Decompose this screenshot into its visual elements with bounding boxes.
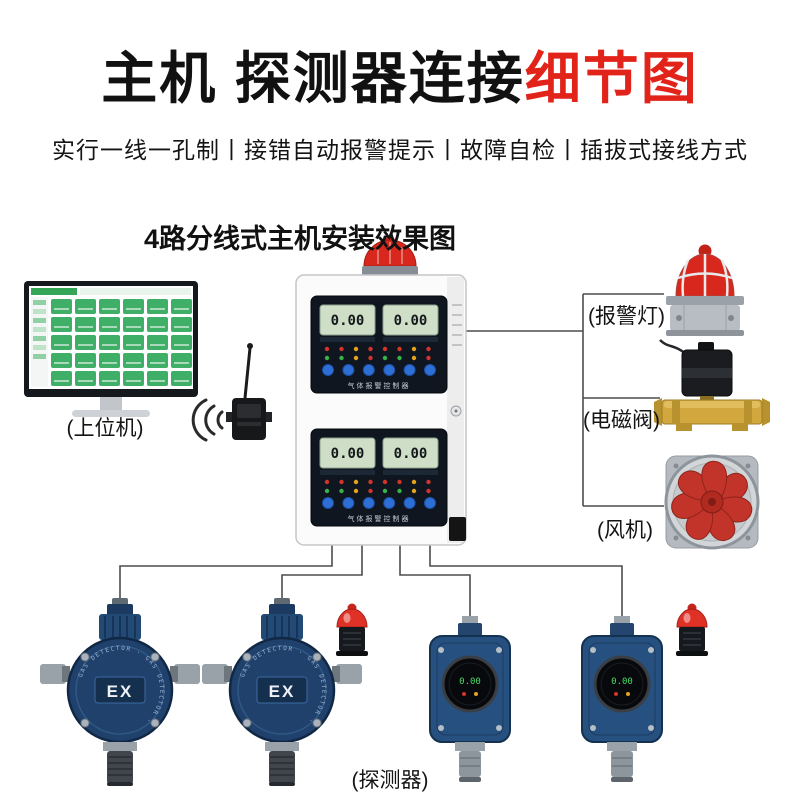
- axial-fan: [664, 454, 760, 550]
- lcd-value: 0.00: [331, 313, 365, 329]
- ex-label: EX: [269, 682, 296, 701]
- power-switch: [449, 517, 466, 541]
- mini-alarm-beacon-2: [676, 603, 708, 656]
- lcd-value: 0.00: [394, 313, 428, 329]
- page-title-main: 主机 探测器连接: [101, 47, 525, 110]
- page-title: 主机 探测器连接细节图: [0, 34, 800, 115]
- label-fan: (风机): [597, 519, 653, 542]
- label-host-computer: (上位机): [66, 417, 144, 440]
- monitor-ui-grid: [51, 299, 192, 386]
- mini-alarm-beacon-1: [336, 603, 368, 656]
- section-title: 4路分线式主机安装效果图: [143, 224, 456, 254]
- panel-buttons: [322, 364, 436, 376]
- controller-module-1: 0.00 0.00 气体报警控制器: [310, 295, 448, 394]
- controller-beacon-icon: [362, 236, 418, 276]
- label-alarm-light: (报警灯): [588, 305, 665, 328]
- wireless-signal-icon: [191, 398, 224, 442]
- controller-module-2: 0.00 0.00 气体报警控制器: [310, 428, 448, 527]
- wireless-transmitter: [226, 343, 272, 440]
- alarm-beacon-light: [666, 244, 744, 336]
- page-subtitle: 实行一线一孔制丨接错自动报警提示丨故障自检丨插拔式接线方式: [52, 137, 748, 163]
- indicator-lights: [324, 479, 431, 494]
- connection-lines: [119, 293, 664, 617]
- ex-label: EX: [107, 682, 134, 701]
- lcd-value: 0.00: [394, 446, 428, 462]
- host-computer-monitor: [24, 281, 198, 417]
- gas-alarm-controller: 0.00 0.00 气体报警控制器 0.00 0.00: [295, 236, 467, 546]
- gas-detector-4: 0.00: [581, 616, 663, 782]
- detector-display-value: 0.00: [611, 677, 633, 687]
- gas-detector-3: 0.00: [429, 616, 511, 782]
- page-title-accent: 细节图: [524, 47, 699, 110]
- panel-text: 气体报警控制器: [348, 381, 411, 390]
- detector-display-value: 0.00: [459, 677, 481, 687]
- label-detector: (探测器): [351, 769, 429, 792]
- gas-detector-2: GAS DETECTOR · GAS DETECTOR · EX: [202, 598, 362, 786]
- gas-detector-1: GAS DETECTOR · GAS DETECTOR · EX: [40, 598, 200, 786]
- lcd-value: 0.00: [331, 446, 365, 462]
- solenoid-valve: [654, 339, 770, 431]
- panel-buttons: [322, 497, 436, 509]
- panel-text: 气体报警控制器: [348, 514, 411, 523]
- indicator-lights: [324, 346, 431, 361]
- label-solenoid-valve: (电磁阀): [583, 409, 660, 432]
